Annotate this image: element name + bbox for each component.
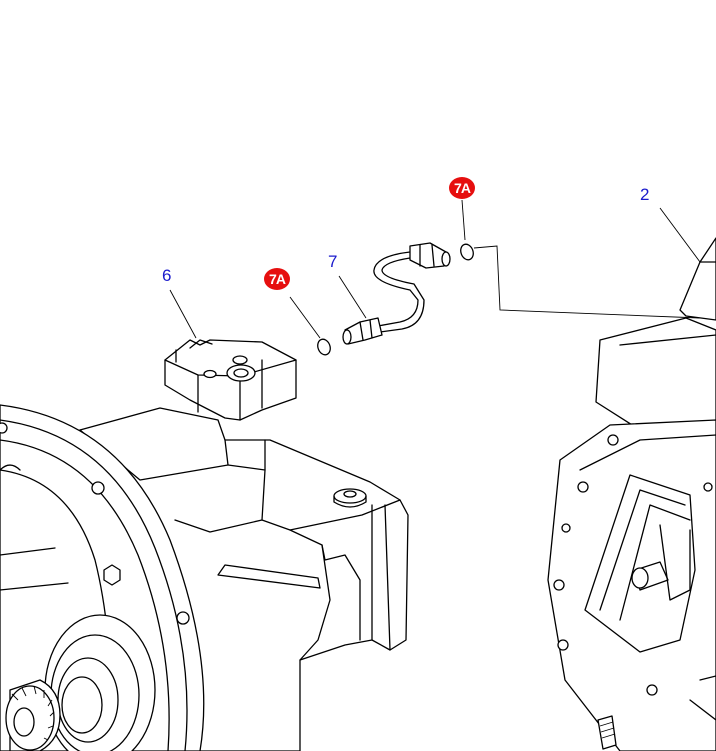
callout-part-7a-upper-badge: 7A [449,177,475,199]
right-housing [547,237,716,751]
o-ring-upper [460,243,474,261]
pipe-assembly [342,242,451,345]
callout-part-6: 6 [162,266,172,285]
callout-part-2: 2 [640,185,650,204]
pump-body [0,404,409,751]
leader-lines [169,199,701,339]
valve-block [164,339,297,421]
callout-part-7: 7 [328,252,338,271]
callout-part-7a-lower-badge: 7A [264,268,290,290]
o-ring-lower [317,338,331,356]
